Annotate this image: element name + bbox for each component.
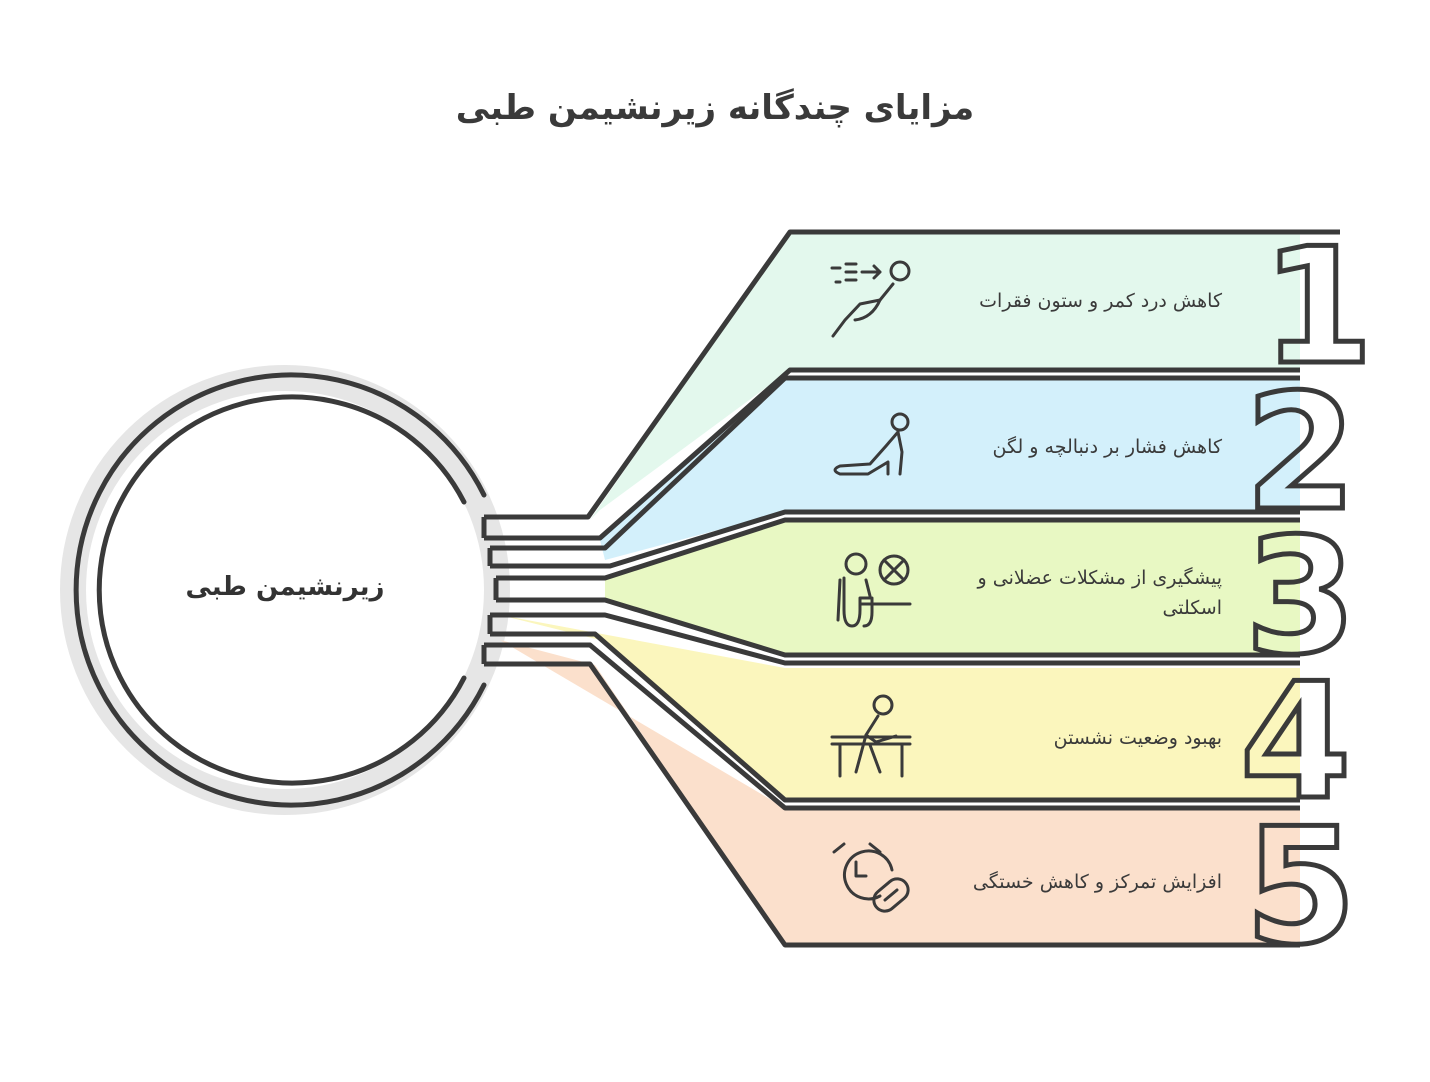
benefit-3-label: پیشگیری از مشکلات عضلانی و اسکلتی: [977, 567, 1222, 619]
hub-ring: [73, 372, 487, 808]
benefit-5-label: افزایش تمرکز و کاهش خستگی: [972, 871, 1222, 893]
diagram-title: مزایای چندگانه زیرنشیمن طبی: [455, 88, 975, 128]
stretching-person-icon: [833, 412, 910, 476]
number-4: 4: [1240, 648, 1351, 835]
benefit-4-label: بهبود وضعیت نشستن: [1053, 727, 1222, 749]
benefit-1-label: کاهش درد کمر و ستون فقرات: [979, 290, 1222, 312]
alarm-clock-pill-icon: [832, 842, 910, 913]
band-numbers: 1 2 3 4 5: [1238, 211, 1376, 983]
benefit-2-label: کاهش فشار بر دنبالچه و لگن: [992, 436, 1222, 458]
number-3: 3: [1245, 503, 1356, 690]
back-pain-person-icon: [830, 260, 911, 338]
number-5: 5: [1245, 793, 1356, 980]
number-1: 1: [1262, 213, 1373, 400]
person-at-desk-icon: [830, 694, 912, 778]
hub-label: زیرنشیمن طبی: [185, 572, 385, 602]
band-outlines: [481, 229, 1340, 948]
sitting-person-no-icon: [836, 552, 912, 628]
number-2: 2: [1245, 359, 1356, 546]
